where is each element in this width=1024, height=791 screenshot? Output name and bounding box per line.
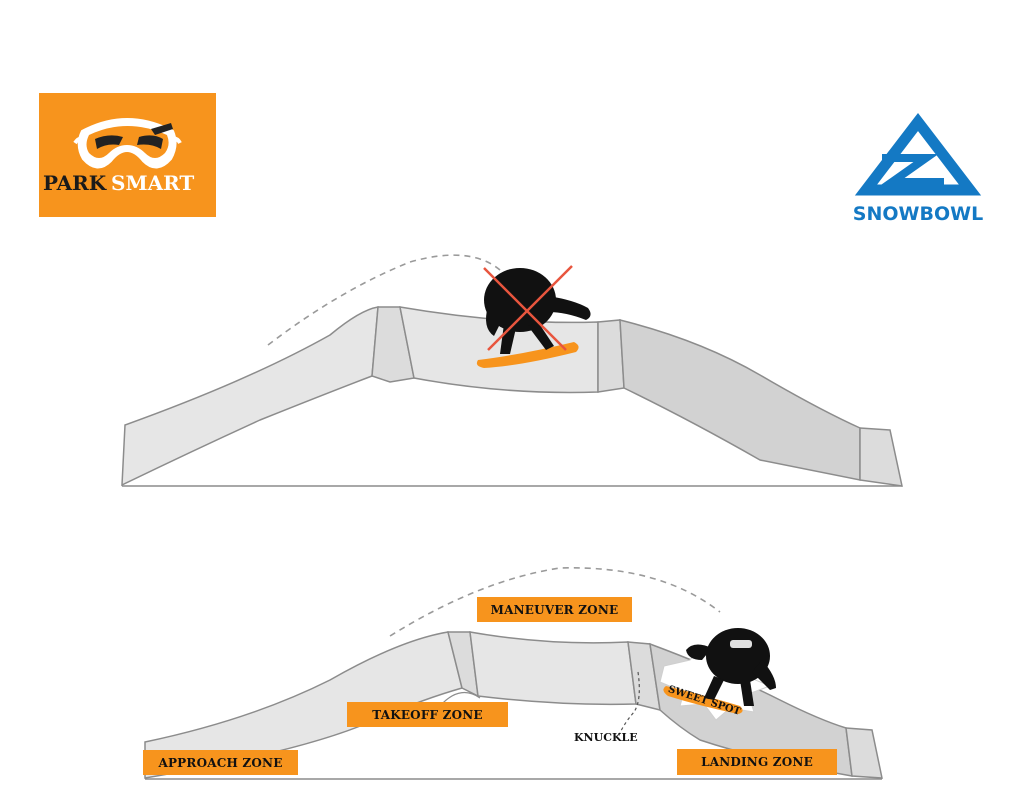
goggles-icon <box>73 118 182 169</box>
bottom-snowboarder-icon <box>686 628 776 706</box>
maneuver-zone-label: MANEUVER ZONE <box>477 597 632 622</box>
top-ramp-runout <box>859 427 903 487</box>
top-jump-scene <box>121 254 903 487</box>
snowbowl-z-mark-icon <box>879 154 944 186</box>
top-trajectory-dashed-line <box>267 254 501 346</box>
knuckle-label: KNUCKLE <box>574 731 638 744</box>
bottom-ramp-table <box>469 631 637 706</box>
bottom-jump-scene <box>144 567 883 780</box>
snowbowl-wordmark: SNOWBOWL <box>853 203 983 225</box>
approach-zone-label: APPROACH ZONE <box>143 750 298 775</box>
park-smart-word-park: PARK <box>43 171 107 195</box>
top-ramp-approach <box>121 306 379 487</box>
red-x-icon <box>483 265 573 351</box>
top-ramp-landing <box>619 319 861 481</box>
goggles-on-rider-icon <box>730 640 752 648</box>
top-snowboarder-icon <box>484 268 591 354</box>
knuckle-pointer-dashed-line <box>617 671 640 739</box>
park-smart-logo-background <box>39 93 216 217</box>
bottom-snowboard-icon <box>663 686 743 714</box>
park-smart-word-smart: SMART <box>111 171 194 195</box>
park-smart-logo: PARK SMART <box>39 93 216 217</box>
takeoff-zone-label: TAKEOFF ZONE <box>347 702 508 727</box>
top-snowboard-icon <box>476 342 579 368</box>
landing-zone-label: LANDING ZONE <box>677 749 837 775</box>
snowbowl-logo: SNOWBOWL <box>853 112 983 225</box>
bottom-ramp-runout <box>845 727 883 779</box>
